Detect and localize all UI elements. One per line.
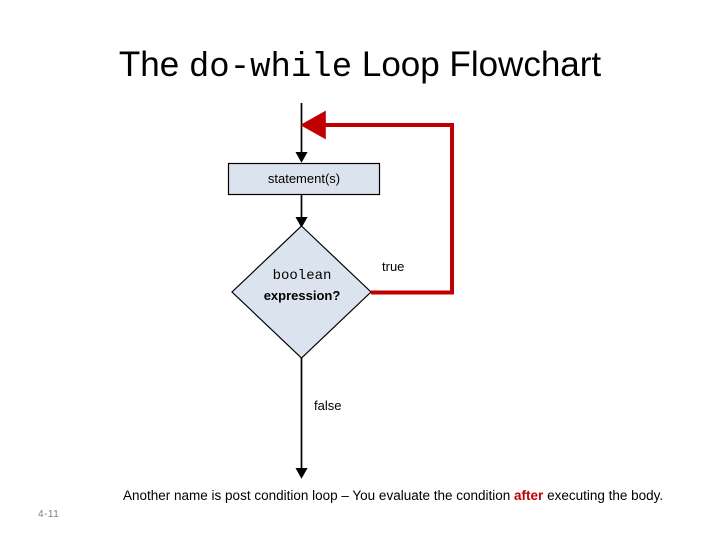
decision-label-line2: expression?: [263, 288, 341, 303]
decision-diamond-label: boolean expression?: [232, 267, 372, 305]
footer-emphasis: after: [514, 488, 544, 503]
footer-note: Another name is post condition loop – Yo…: [123, 485, 689, 506]
branch-label-false: false: [314, 398, 342, 413]
title-prefix: The: [118, 45, 189, 84]
branch-label-true: true: [382, 259, 405, 274]
true-loopback-arrow: [300, 110, 454, 295]
process-box-statements: [227, 162, 381, 196]
slide-number: 4-11: [38, 509, 60, 520]
page-title: The do-while Loop Flowchart: [0, 44, 720, 89]
process-box-label: statement(s): [267, 171, 341, 186]
title-suffix: Loop Flowchart: [352, 45, 602, 84]
footer-text-before: Another name is post condition loop – Yo…: [123, 488, 515, 503]
footer-text-after: executing the body.: [543, 488, 664, 503]
decision-label-line1: boolean: [272, 268, 332, 284]
title-code-keyword: do-while: [188, 49, 353, 87]
